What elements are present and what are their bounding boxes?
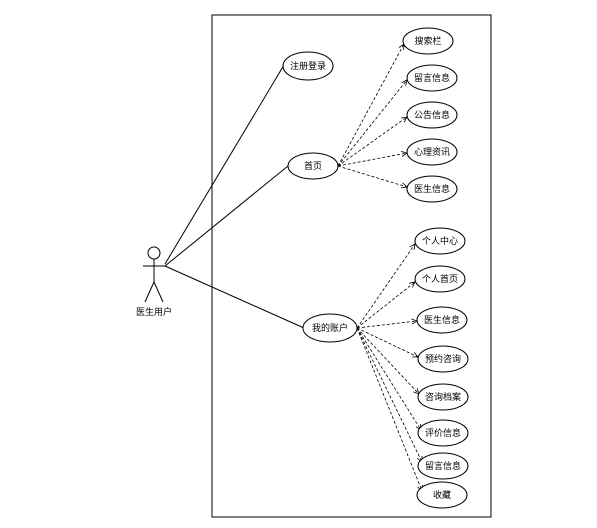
use-case-search-bar-label: 搜索栏	[414, 35, 441, 47]
dependency-account-to-favorites	[356, 327, 423, 492]
use-case-personal-home: 个人首页	[414, 265, 466, 293]
dependency-account-to-account-messages	[356, 327, 423, 463]
dependency-account-to-consult-records	[356, 327, 420, 395]
associations	[164, 64, 305, 329]
dependency-home-to-psych-news	[337, 152, 408, 167]
use-case-psych-news-label: 心理资讯	[414, 147, 450, 158]
use-case-personal-center: 个人中心	[414, 227, 466, 255]
dependency-home-to-home-messages	[337, 79, 408, 167]
actor-right-leg	[153, 281, 164, 303]
use-case-reviews: 评价信息	[417, 419, 469, 447]
use-case-favorites: 收藏	[416, 481, 468, 509]
use-case-account-messages: 留言信息	[417, 452, 469, 480]
dependency-home-to-announcements	[337, 116, 408, 167]
actor-head	[147, 246, 161, 260]
use-case-consult-records-label: 咨询档案	[425, 391, 461, 403]
actor-label: 医生用户	[136, 306, 172, 318]
dependency-home-to-home-doctor-info	[337, 165, 408, 188]
dependency-account-to-account-doctor-info	[356, 320, 418, 329]
use-case-home-doctor-info-label: 医生信息	[414, 183, 450, 195]
use-case-personal-home-label: 个人首页	[422, 273, 458, 285]
dependency-account-to-appointment	[356, 327, 419, 358]
dependency-home-to-search-bar	[337, 43, 405, 167]
arrowhead-home-to-search-bar	[398, 43, 405, 51]
use-case-announcements-label: 公告信息	[414, 109, 450, 121]
use-case-account-label: 我的账户	[312, 322, 348, 334]
use-case-home-messages: 留言信息	[406, 64, 458, 92]
use-case-personal-center-label: 个人中心	[422, 235, 458, 247]
association-register	[164, 64, 285, 265]
use-case-home-doctor-info: 医生信息	[406, 175, 458, 203]
system-boundary	[211, 14, 492, 518]
use-case-search-bar: 搜索栏	[402, 27, 454, 55]
use-case-favorites-label: 收藏	[433, 489, 451, 501]
use-case-appointment-label: 预约咨询	[425, 353, 461, 365]
use-case-home-label: 首页	[304, 160, 322, 172]
arrowhead-home-to-announcements	[401, 116, 408, 123]
arrowhead-account-to-personal-home	[409, 281, 416, 288]
use-case-reviews-label: 评价信息	[425, 427, 461, 439]
use-case-register: 注册登录	[282, 51, 334, 81]
arrowhead-account-to-personal-center	[409, 243, 416, 250]
use-case-account-doctor-info-label: 医生信息	[424, 314, 460, 326]
use-case-consult-records: 咨询档案	[417, 383, 469, 411]
dependency-account-to-reviews	[356, 327, 422, 431]
association-home	[164, 165, 289, 267]
actor-left-leg	[144, 281, 155, 303]
use-case-home: 首页	[287, 152, 339, 180]
dependency-account-to-personal-center	[356, 243, 416, 329]
use-case-appointment: 预约咨询	[417, 345, 469, 373]
use-case-account-messages-label: 留言信息	[425, 460, 461, 472]
use-case-account-doctor-info: 医生信息	[416, 306, 468, 334]
actor-figure	[143, 246, 165, 303]
use-case-home-messages-label: 留言信息	[414, 72, 450, 84]
use-case-register-label: 注册登录	[290, 60, 326, 72]
association-account	[164, 265, 305, 329]
dependency-account-to-personal-home	[356, 281, 416, 329]
use-case-announcements: 公告信息	[406, 101, 458, 129]
use-case-account: 我的账户	[302, 313, 358, 343]
use-case-psych-news: 心理资讯	[406, 138, 458, 166]
